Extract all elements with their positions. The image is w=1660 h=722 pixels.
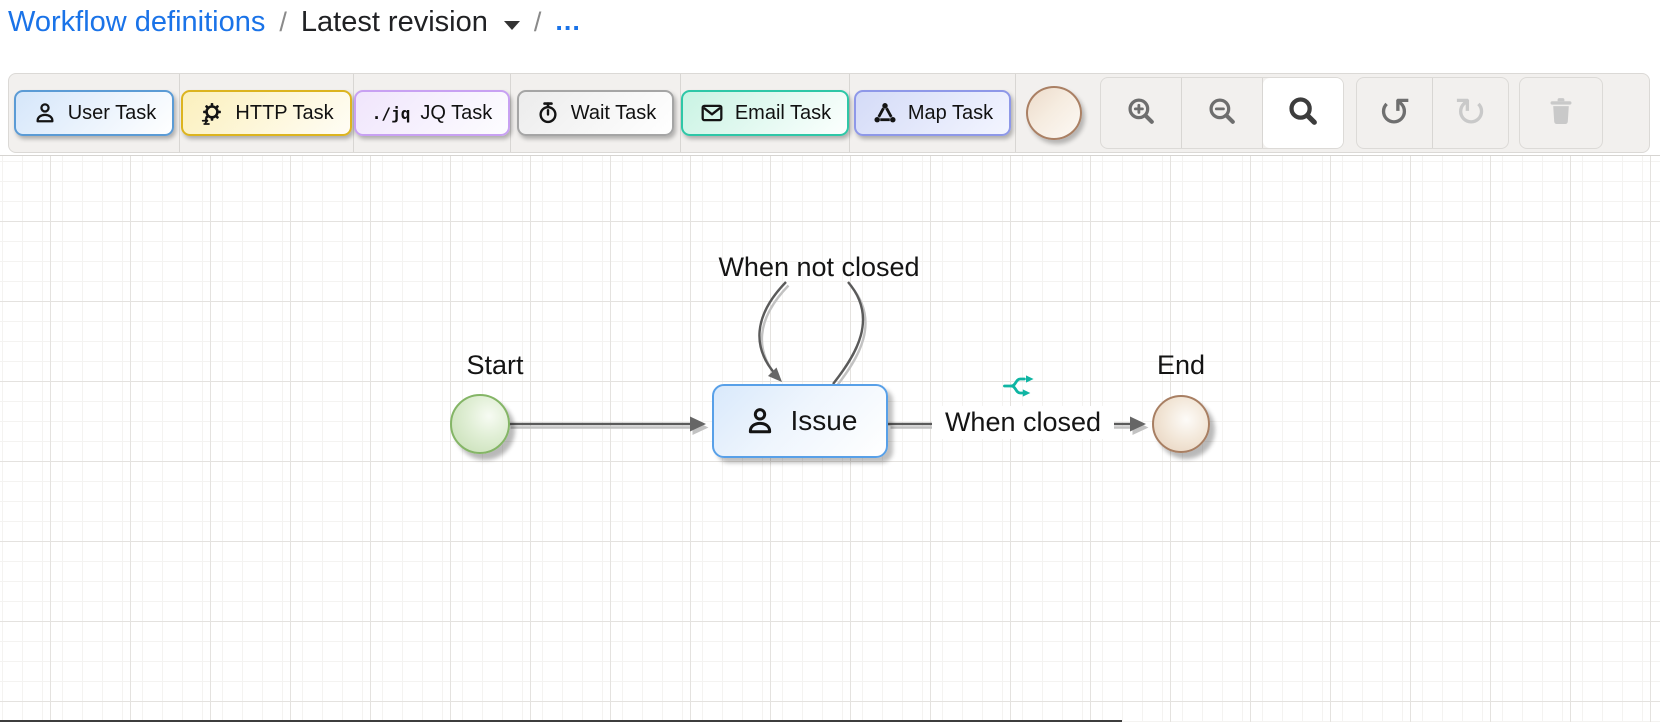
palette-label: Email Task — [734, 101, 832, 124]
undo-icon: ↺ — [1377, 91, 1412, 135]
palette-label: Wait Task — [570, 101, 657, 124]
diagram-canvas[interactable]: Start When not closed Issue When closed … — [0, 155, 1660, 722]
palette-group: User Task — [9, 74, 1092, 152]
edge-label-when-not-closed[interactable]: When not closed — [718, 252, 920, 282]
issue-task-node[interactable]: Issue — [712, 384, 888, 458]
zoom-group — [1100, 77, 1344, 149]
start-event-node[interactable] — [450, 394, 510, 454]
edge-label-when-closed[interactable]: When closed — [932, 406, 1114, 439]
issue-node-label: Issue — [790, 405, 858, 436]
breadcrumb-workflow-definitions-link[interactable]: Workflow definitions — [8, 6, 266, 38]
palette-label: JQ Task — [420, 101, 493, 124]
chevron-down-icon — [503, 21, 520, 30]
delete-button[interactable] — [1520, 78, 1602, 148]
delete-group — [1519, 77, 1603, 149]
arrowhead-icon — [1130, 416, 1146, 432]
window-bottom-edge — [0, 720, 1122, 722]
split-condition-icon — [1003, 375, 1034, 397]
zoom-in-icon — [1124, 94, 1158, 133]
breadcrumb-revision-dropdown[interactable]: Latest revision — [301, 6, 520, 39]
breadcrumb-revision-label: Latest revision — [300, 6, 488, 38]
palette-label: HTTP Task — [235, 101, 334, 124]
edge-loop-out[interactable] — [832, 281, 865, 385]
zoom-out-button[interactable] — [1182, 78, 1263, 148]
edge-loop-in-shadow — [760, 284, 790, 380]
breadcrumb-separator: / — [533, 7, 542, 37]
search-icon — [1286, 94, 1320, 133]
stopwatch-icon — [535, 100, 561, 126]
arrowhead-icon — [690, 416, 706, 432]
breadcrumb-overflow-link[interactable]: ... — [555, 6, 581, 36]
map-network-icon — [872, 100, 898, 126]
palette-map-task-button[interactable]: Map Task — [853, 90, 1012, 136]
palette-email-task-button[interactable]: Email Task — [680, 90, 850, 136]
undo-button[interactable]: ↺ — [1357, 78, 1433, 148]
trash-icon — [1544, 94, 1578, 133]
palette-label: User Task — [67, 101, 157, 124]
redo-icon: ↻ — [1453, 91, 1488, 135]
edge-loop-in[interactable] — [758, 281, 787, 376]
end-event-node[interactable] — [1152, 395, 1210, 453]
zoom-out-icon — [1205, 94, 1239, 133]
palette-wait-task-button[interactable]: Wait Task — [516, 90, 675, 136]
toolbar: User Task — [8, 73, 1650, 153]
palette-jq-task-button[interactable]: ./jq JQ Task — [353, 90, 511, 136]
breadcrumb: Workflow definitions / Latest revision /… — [0, 0, 1660, 73]
person-icon — [32, 100, 58, 126]
arrowhead-icon — [768, 367, 782, 382]
jq-text-icon: ./jq — [371, 103, 411, 123]
history-group: ↺ ↻ — [1356, 77, 1509, 149]
zoom-in-button[interactable] — [1101, 78, 1182, 148]
envelope-icon — [699, 100, 725, 126]
palette-user-task-button[interactable]: User Task — [13, 90, 175, 136]
palette-end-event-circle[interactable] — [1026, 86, 1082, 140]
gear-sync-icon — [199, 100, 225, 126]
start-node-label: Start — [466, 350, 524, 380]
person-icon — [748, 408, 771, 434]
redo-button[interactable]: ↻ — [1433, 78, 1508, 148]
end-node-label: End — [1156, 350, 1206, 380]
breadcrumb-separator: / — [279, 7, 287, 37]
search-diagram-button[interactable] — [1263, 78, 1343, 148]
palette-label: Map Task — [907, 101, 994, 124]
palette-http-task-button[interactable]: HTTP Task — [181, 90, 352, 136]
